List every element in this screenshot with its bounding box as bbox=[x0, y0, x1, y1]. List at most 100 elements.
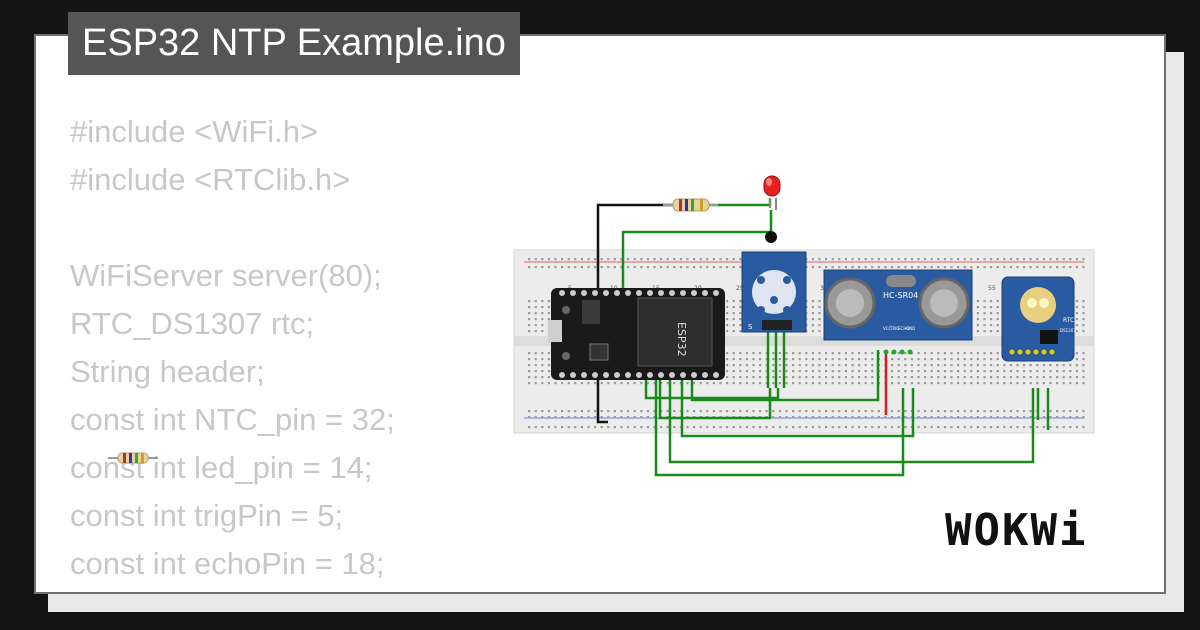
breadboard-hole bbox=[1056, 370, 1059, 373]
breadboard-hole bbox=[996, 324, 999, 327]
breadboard-hole bbox=[924, 266, 927, 269]
esp32-pin bbox=[713, 290, 719, 296]
breadboard-hole bbox=[693, 382, 696, 385]
breadboard-hole bbox=[1049, 364, 1052, 367]
breadboard-hole bbox=[831, 370, 834, 373]
breadboard-hole bbox=[891, 376, 894, 379]
rtc-module[interactable]: RTC DS1307 bbox=[1001, 276, 1076, 362]
breadboard-hole bbox=[996, 410, 999, 413]
ntc-sensor[interactable]: S bbox=[741, 231, 807, 333]
breadboard-hole bbox=[547, 370, 550, 373]
breadboard-hole bbox=[943, 258, 946, 261]
breadboard-hole bbox=[726, 330, 729, 333]
breadboard-hole bbox=[983, 358, 986, 361]
breadboard-hole bbox=[594, 426, 597, 429]
breadboard-hole bbox=[897, 382, 900, 385]
code-line: WiFiServer server(80); bbox=[70, 258, 382, 293]
breadboard-hole bbox=[772, 416, 775, 419]
breadboard-hole bbox=[574, 410, 577, 413]
breadboard-hole bbox=[633, 258, 636, 261]
breadboard-hole bbox=[818, 410, 821, 413]
breadboard-hole bbox=[739, 364, 742, 367]
breadboard-hole bbox=[752, 352, 755, 355]
breadboard-hole bbox=[759, 358, 762, 361]
circuit-diagram[interactable]: 5 10 15 20 25 30 35 40 45 50 55 60 bbox=[478, 140, 1098, 490]
breadboard-hole bbox=[547, 364, 550, 367]
breadboard-hole bbox=[838, 258, 841, 261]
breadboard-hole bbox=[785, 382, 788, 385]
breadboard-hole bbox=[871, 410, 874, 413]
breadboard-hole bbox=[904, 426, 907, 429]
breadboard-hole bbox=[930, 266, 933, 269]
breadboard-hole bbox=[1016, 426, 1019, 429]
breadboard-hole bbox=[983, 352, 986, 355]
breadboard-hole bbox=[976, 318, 979, 321]
breadboard-hole bbox=[759, 376, 762, 379]
breadboard-hole bbox=[554, 382, 557, 385]
breadboard-hole bbox=[587, 258, 590, 261]
breadboard-hole bbox=[976, 416, 979, 419]
breadboard-hole bbox=[957, 352, 960, 355]
breadboard-hole bbox=[745, 364, 748, 367]
breadboard-hole bbox=[871, 352, 874, 355]
breadboard-hole bbox=[1049, 416, 1052, 419]
breadboard-hole bbox=[646, 382, 649, 385]
breadboard-hole bbox=[541, 352, 544, 355]
breadboard-hole bbox=[528, 318, 531, 321]
esp32-pin bbox=[658, 372, 664, 378]
led[interactable] bbox=[763, 175, 781, 210]
breadboard-hole bbox=[976, 358, 979, 361]
breadboard-hole bbox=[587, 426, 590, 429]
breadboard-hole bbox=[640, 382, 643, 385]
breadboard-hole bbox=[1056, 410, 1059, 413]
breadboard-hole bbox=[627, 410, 630, 413]
breadboard-hole bbox=[818, 358, 821, 361]
wokwi-logo[interactable]: WOKWi bbox=[945, 505, 1145, 575]
breadboard-hole bbox=[726, 312, 729, 315]
breadboard-hole bbox=[1009, 416, 1012, 419]
breadboard-hole bbox=[792, 352, 795, 355]
breadboard-hole bbox=[745, 352, 748, 355]
breadboard-hole bbox=[785, 364, 788, 367]
breadboard-hole bbox=[1062, 410, 1065, 413]
breadboard-hole bbox=[759, 352, 762, 355]
breadboard-hole bbox=[547, 306, 550, 309]
esp32-board[interactable]: ESP32 bbox=[548, 288, 725, 380]
breadboard-hole bbox=[732, 370, 735, 373]
breadboard-hole bbox=[745, 410, 748, 413]
breadboard-hole bbox=[976, 324, 979, 327]
breadboard-hole bbox=[990, 410, 993, 413]
breadboard-hole bbox=[1029, 370, 1032, 373]
breadboard-hole bbox=[1069, 416, 1072, 419]
breadboard-hole bbox=[607, 258, 610, 261]
breadboard-hole bbox=[607, 416, 610, 419]
breadboard-hole bbox=[561, 426, 564, 429]
breadboard-hole bbox=[607, 426, 610, 429]
breadboard-hole bbox=[778, 376, 781, 379]
rtc-sublabel: DS1307 bbox=[1060, 328, 1076, 333]
breadboard-hole bbox=[957, 358, 960, 361]
breadboard-hole bbox=[891, 266, 894, 269]
breadboard-hole bbox=[785, 370, 788, 373]
breadboard-hole bbox=[871, 266, 874, 269]
breadboard-hole bbox=[706, 410, 709, 413]
breadboard-hole bbox=[541, 324, 544, 327]
esp32-pin bbox=[691, 290, 697, 296]
breadboard-hole bbox=[831, 416, 834, 419]
breadboard-hole bbox=[1036, 426, 1039, 429]
project-title[interactable]: ESP32 NTP Example.ino bbox=[68, 12, 520, 75]
breadboard-hole bbox=[976, 258, 979, 261]
breadboard-hole bbox=[990, 416, 993, 419]
ultrasonic-sensor[interactable]: HC-SR04 VCC TRIG ECHO GND bbox=[823, 269, 973, 355]
breadboard-hole bbox=[745, 376, 748, 379]
breadboard-hole bbox=[712, 266, 715, 269]
breadboard-hole bbox=[534, 266, 537, 269]
breadboard-hole bbox=[613, 426, 616, 429]
breadboard-hole bbox=[759, 370, 762, 373]
resistor[interactable] bbox=[663, 198, 718, 212]
breadboard-hole bbox=[976, 352, 979, 355]
breadboard-hole bbox=[620, 382, 623, 385]
breadboard-hole bbox=[990, 300, 993, 303]
breadboard-hole bbox=[891, 258, 894, 261]
breadboard-hole bbox=[666, 410, 669, 413]
